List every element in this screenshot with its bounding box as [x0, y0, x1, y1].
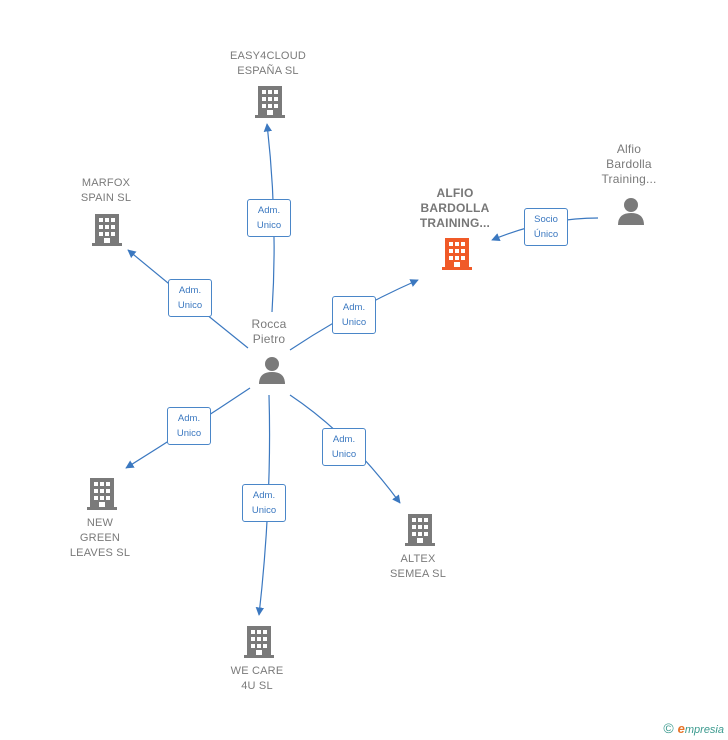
person-icon[interactable] [616, 196, 646, 226]
building-icon[interactable] [440, 236, 474, 272]
building-icon[interactable] [85, 476, 119, 512]
node-label-easy4cloud[interactable]: EASY4CLOUD ESPAÑA SL [230, 50, 306, 77]
building-icon[interactable] [403, 512, 437, 548]
copyright-icon: © [663, 720, 674, 736]
brand-footer: © empresia [663, 720, 724, 736]
edge-label-alfio-company[interactable]: Adm. Unico [332, 296, 376, 334]
edge-label-we-care[interactable]: Adm. Unico [242, 484, 286, 522]
node-label-marfox[interactable]: MARFOX SPAIN SL [80, 177, 132, 204]
node-label-we-care[interactable]: WE CARE 4U SL [230, 665, 284, 692]
edge-label-new-green[interactable]: Adm. Unico [167, 407, 211, 445]
building-icon[interactable] [242, 624, 276, 660]
edge-label-altex[interactable]: Adm. Unico [322, 428, 366, 466]
node-label-new-green[interactable]: NEW GREEN LEAVES SL [69, 517, 131, 559]
building-icon[interactable] [253, 84, 287, 120]
person-icon[interactable] [257, 355, 287, 385]
node-label-alfio-person[interactable]: Alfio Bardolla Training... [601, 142, 657, 186]
node-label-alfio-company[interactable]: ALFIO BARDOLLA TRAINING... [419, 186, 491, 230]
node-label-altex[interactable]: ALTEX SEMEA SL [389, 553, 447, 580]
brand-logo[interactable]: empresia [677, 720, 724, 736]
edge-label-marfox[interactable]: Adm. Unico [168, 279, 212, 317]
building-icon[interactable] [90, 212, 124, 248]
edge-label-easy4cloud[interactable]: Adm. Unico [247, 199, 291, 237]
edge-label-socio[interactable]: Socio Único [524, 208, 568, 246]
node-label-rocca[interactable]: Rocca Pietro [251, 317, 287, 346]
